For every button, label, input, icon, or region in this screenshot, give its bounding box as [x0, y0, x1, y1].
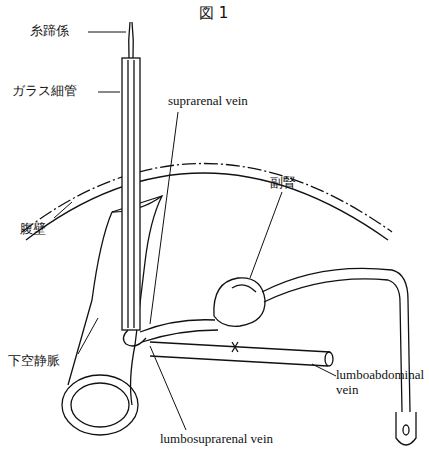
thread-tie — [123, 330, 146, 346]
leader-lines — [54, 32, 336, 430]
capillary-label: ガラス細管 — [12, 84, 77, 99]
vein-label: lumboabdominal vein — [336, 368, 424, 398]
organ-label: 副腎 — [270, 176, 296, 191]
thread — [129, 22, 134, 58]
lumboabdominal-vein-end — [325, 352, 333, 366]
vena-cava-ring — [62, 375, 138, 435]
vein-label: 下空静脈 — [8, 354, 60, 369]
u-loop — [396, 412, 416, 445]
suprarenal-vein — [142, 330, 218, 342]
adrenal-detail — [232, 285, 256, 292]
lumboabdominal-vein — [150, 356, 328, 366]
capillary-bore — [127, 60, 128, 328]
vein-label: suprarenal vein — [168, 94, 248, 109]
vena-cava-lumen — [71, 383, 129, 427]
glass-capillary — [122, 58, 140, 330]
wall-label: 腹壁 — [20, 222, 46, 237]
abdominal-wall — [22, 164, 392, 233]
ligature-mark — [232, 342, 238, 352]
thread-label: 糸蹄係 — [30, 24, 69, 39]
abdominal-wall-inner — [26, 173, 388, 240]
renal-vein — [264, 279, 402, 412]
lumboabdominal-vein — [150, 342, 330, 352]
adrenal-gland — [214, 278, 265, 326]
figure-title: 図 1 — [199, 4, 228, 23]
vena-cava-edge — [68, 212, 112, 385]
vein-label: lumbosuprarenal vein — [160, 432, 273, 447]
u-loop-end — [403, 425, 409, 435]
capillary-bore — [133, 60, 134, 328]
